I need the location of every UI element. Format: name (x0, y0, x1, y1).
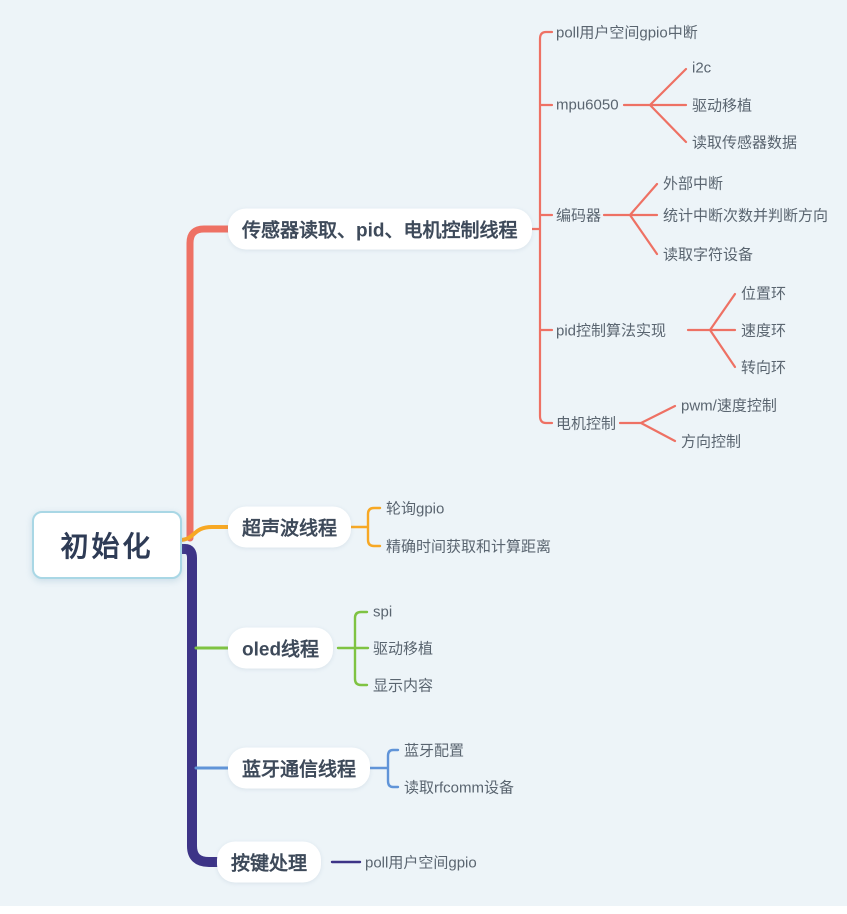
branch-node-ultrasonic-thread[interactable]: 超声波线程 (228, 506, 352, 548)
leaf-mpu6050[interactable]: mpu6050 (556, 96, 619, 114)
leaf-bluetooth-config[interactable]: 蓝牙配置 (404, 742, 465, 760)
branch-node-bluetooth-thread[interactable]: 蓝牙通信线程 (228, 747, 371, 789)
pid-fork-lines (686, 292, 737, 369)
branch1-children-bracket (522, 30, 554, 425)
leaf-pwm-speed-control[interactable]: pwm/速度控制 (681, 397, 777, 415)
motor-fork-lines (618, 404, 677, 443)
leaf-poll-user-gpio-interrupt[interactable]: poll用户空间gpio中断 (556, 24, 698, 42)
mpu6050-fork-lines (622, 67, 688, 144)
leaf-read-char-device[interactable]: 读取字符设备 (663, 246, 754, 264)
leaf-direction-control[interactable]: 方向控制 (681, 433, 742, 451)
ultrasonic-children-bracket (348, 506, 382, 548)
branch-label: 传感器读取、pid、电机控制线程 (242, 220, 518, 242)
oled-children-bracket (336, 610, 370, 687)
leaf-read-sensor-data[interactable]: 读取传感器数据 (692, 134, 798, 152)
root-node-label: 初始化 (60, 531, 154, 562)
branch-node-oled-thread[interactable]: oled线程 (228, 627, 334, 669)
leaf-precise-time-distance[interactable]: 精确时间获取和计算距离 (386, 538, 552, 556)
branch-label: oled线程 (242, 639, 320, 661)
branch-label: 蓝牙通信线程 (242, 759, 357, 781)
leaf-speed-loop[interactable]: 速度环 (741, 322, 787, 340)
branch-node-button-handling[interactable]: 按键处理 (217, 841, 322, 883)
branch-label: 超声波线程 (242, 518, 338, 540)
leaf-oled-driver-porting[interactable]: 驱动移植 (373, 640, 434, 658)
branch-label: 按键处理 (231, 853, 308, 875)
branch1-trunk-line (186, 225, 266, 542)
encoder-fork-lines (602, 182, 659, 256)
leaf-motor-control[interactable]: 电机控制 (556, 415, 617, 433)
leaf-poll-gpio[interactable]: 轮询gpio (386, 500, 445, 518)
leaf-read-rfcomm-device[interactable]: 读取rfcomm设备 (404, 779, 514, 797)
root-node[interactable]: 初始化 (32, 511, 182, 579)
branch-node-sensor-pid-motor-thread[interactable]: 传感器读取、pid、电机控制线程 (228, 208, 532, 250)
leaf-count-interrupts-direction[interactable]: 统计中断次数并判断方向 (663, 207, 829, 225)
leaf-steering-loop[interactable]: 转向环 (741, 359, 787, 377)
leaf-poll-user-space-gpio[interactable]: poll用户空间gpio (365, 854, 477, 872)
branch5-trunk-line (174, 544, 251, 867)
leaf-display-content[interactable]: 显示内容 (373, 677, 434, 695)
leaf-encoder[interactable]: 编码器 (556, 207, 602, 225)
leaf-spi[interactable]: spi (373, 603, 393, 621)
leaf-external-interrupt[interactable]: 外部中断 (663, 175, 724, 193)
leaf-i2c[interactable]: i2c (692, 59, 712, 77)
leaf-driver-porting[interactable]: 驱动移植 (692, 97, 753, 115)
leaf-pid-algorithm[interactable]: pid控制算法实现 (556, 322, 667, 340)
branch2-line (177, 525, 256, 542)
leaf-position-loop[interactable]: 位置环 (741, 285, 787, 303)
